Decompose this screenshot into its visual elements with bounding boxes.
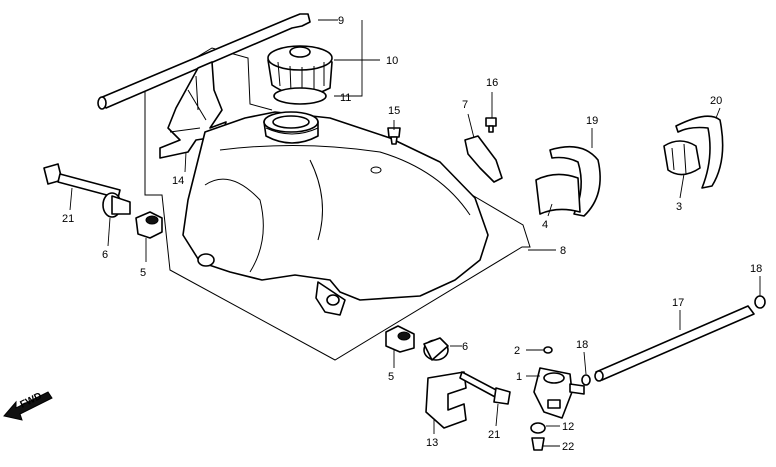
drain-plug-22 (531, 437, 545, 451)
callout-6-lower: 6 (462, 341, 468, 353)
callout-15: 15 (388, 105, 400, 117)
callout-21-lower: 21 (488, 429, 500, 441)
forward-direction-arrow: FWD (3, 391, 53, 421)
collar-lower (423, 337, 449, 361)
collar-upper (102, 192, 131, 218)
callout-19: 19 (586, 115, 598, 127)
callout-7: 7 (462, 99, 468, 111)
cushion-3 (663, 140, 701, 176)
bolt-15 (387, 127, 401, 145)
hose-clip-18b (581, 374, 591, 386)
callout-12: 12 (562, 421, 574, 433)
callout-11: 11 (340, 92, 351, 104)
tank-bracket-7 (464, 135, 503, 183)
fuel-cap (267, 45, 333, 97)
callout-13: 13 (426, 437, 438, 449)
rubber-insert-4 (535, 173, 581, 215)
cushion-lower (385, 325, 415, 353)
callout-20: 20 (710, 95, 722, 107)
callout-18-upper: 18 (750, 263, 762, 275)
cap-gasket (273, 87, 327, 105)
callout-numbers: 9 10 11 15 16 7 19 20 14 21 6 5 8 4 3 18… (62, 15, 762, 453)
callout-6-upper: 6 (102, 249, 108, 261)
callout-1: 1 (516, 371, 522, 383)
tank-bolt-lower (459, 371, 511, 405)
callout-8: 8 (560, 245, 566, 257)
callout-3: 3 (676, 201, 682, 213)
callout-10: 10 (386, 55, 398, 67)
callout-5-upper: 5 (140, 267, 146, 279)
hose-clip-18a (754, 295, 766, 309)
leader-lines (69, 19, 761, 447)
callout-4: 4 (542, 219, 548, 231)
callout-18-lower: 18 (576, 339, 588, 351)
tank-bracket-13 (425, 371, 467, 429)
cushion-upper (135, 211, 163, 239)
shroud-mount-19 (549, 145, 601, 217)
callout-17: 17 (672, 297, 684, 309)
shroud-mount-20 (675, 115, 724, 189)
callout-5-lower: 5 (388, 371, 394, 383)
callout-14: 14 (172, 175, 184, 187)
tank-bolt-upper (43, 163, 121, 199)
screw-2 (543, 346, 553, 354)
screw-16 (485, 117, 497, 133)
o-ring-12 (530, 422, 546, 434)
fuel-tube-17 (594, 305, 755, 382)
tank-filler-neck (263, 111, 319, 144)
callout-9: 9 (338, 15, 344, 27)
callout-16: 16 (486, 77, 498, 89)
callout-21-upper: 21 (62, 213, 74, 225)
callout-22: 22 (562, 441, 574, 453)
callout-2: 2 (514, 345, 520, 357)
fuel-valve (533, 367, 585, 419)
fuel-hose (97, 13, 311, 110)
fuel-tank (182, 111, 489, 316)
